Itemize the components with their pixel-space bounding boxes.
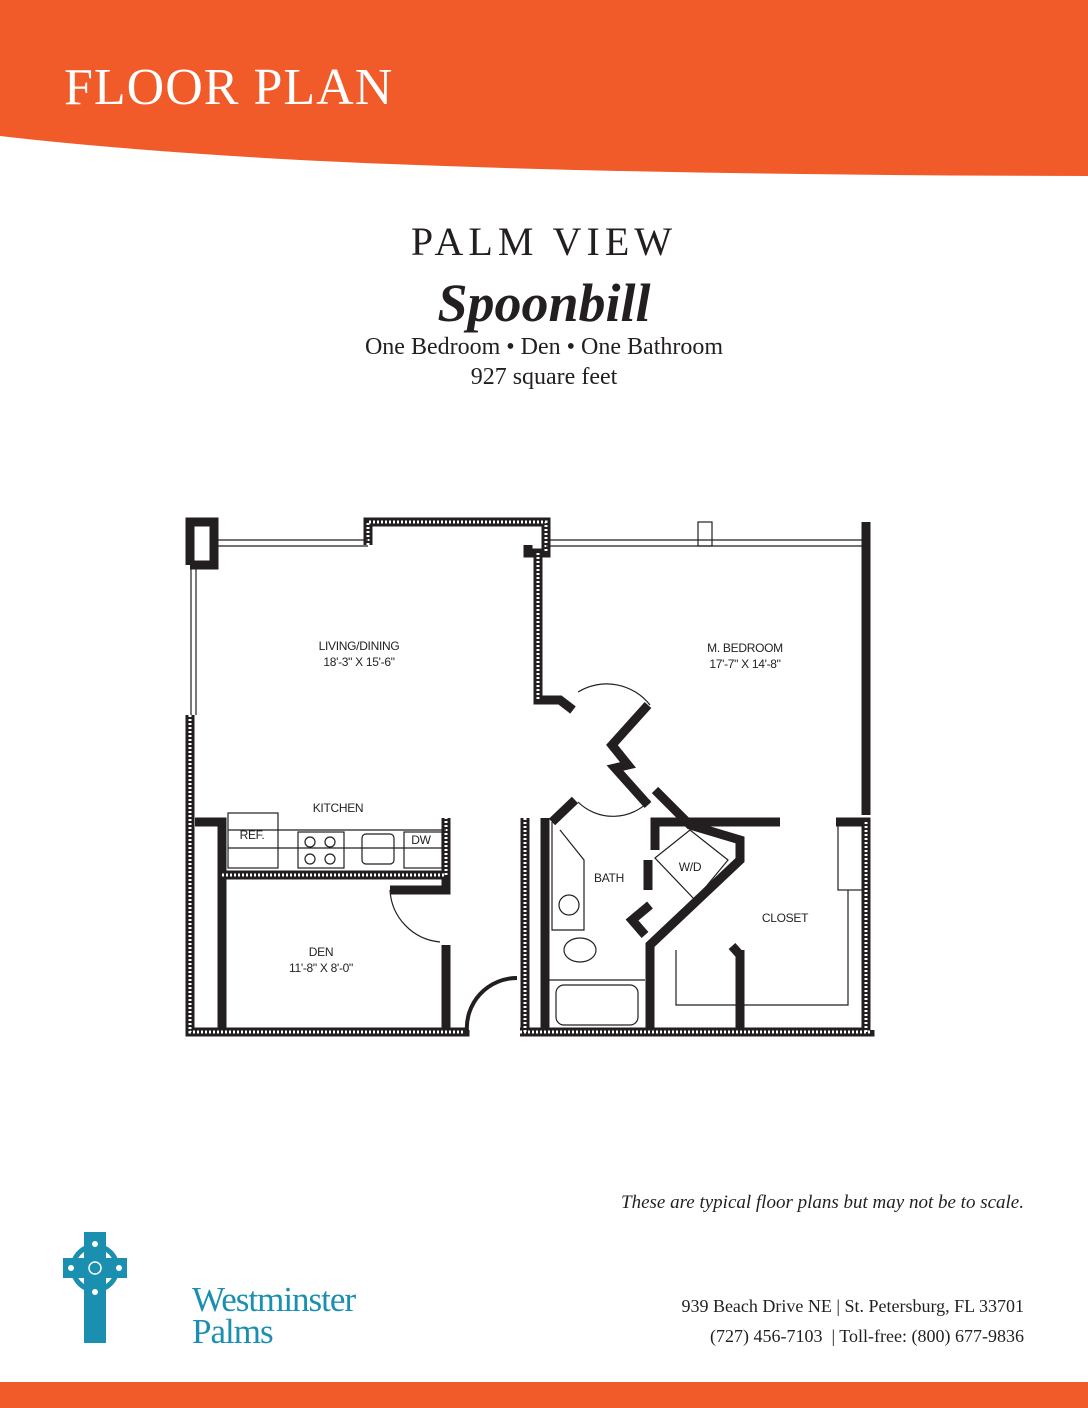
header-banner [0, 0, 1088, 176]
community-name: PALM VIEW [410, 219, 678, 264]
model-name: Spoonbill [437, 273, 651, 333]
dishwasher-label: DW [411, 833, 431, 847]
room-bath: BATH [594, 871, 624, 885]
celtic-cross-icon [63, 1232, 127, 1343]
refrigerator-label: REF. [239, 828, 265, 842]
room-closet: CLOSET [761, 911, 809, 925]
unit-features: One Bedroom • Den • One Bathroom [364, 334, 724, 360]
room-name: M. BEDROOM [707, 641, 783, 655]
room-size: 17'-7" X 14'-8" [709, 657, 781, 671]
brand-line-2: Palms [192, 1312, 274, 1351]
room-master-bedroom: M. BEDROOM 17'-7" X 14'-8" [707, 640, 783, 672]
unit-area: 927 square feet [470, 364, 618, 390]
brand-line-1: Westminster [192, 1280, 356, 1319]
room-kitchen: KITCHEN [312, 801, 364, 815]
room-name: DEN [308, 945, 334, 959]
page-title: FLOOR PLAN [64, 59, 394, 116]
room-size: 11'-8" X 8'-0" [288, 961, 354, 975]
room-den: DEN 11'-8" X 8'-0" [289, 944, 353, 976]
room-living-dining: LIVING/DINING 18'-3" X 15'-6" [319, 638, 400, 670]
room-size: 18'-3" X 15'-6" [323, 655, 395, 669]
address: 939 Beach Drive NE | St. Petersburg, FL … [681, 1296, 1024, 1316]
disclaimer: These are typical floor plans but may no… [621, 1192, 1024, 1213]
westminster-palms-logo: Westminster Palms [62, 1230, 356, 1351]
room-name: LIVING/DINING [318, 639, 400, 653]
footer-bar [0, 1382, 1088, 1408]
washer-dryer-label: W/D [678, 860, 702, 874]
phone-numbers: (727) 456-7103 | Toll-free: (800) 677-98… [710, 1326, 1024, 1346]
